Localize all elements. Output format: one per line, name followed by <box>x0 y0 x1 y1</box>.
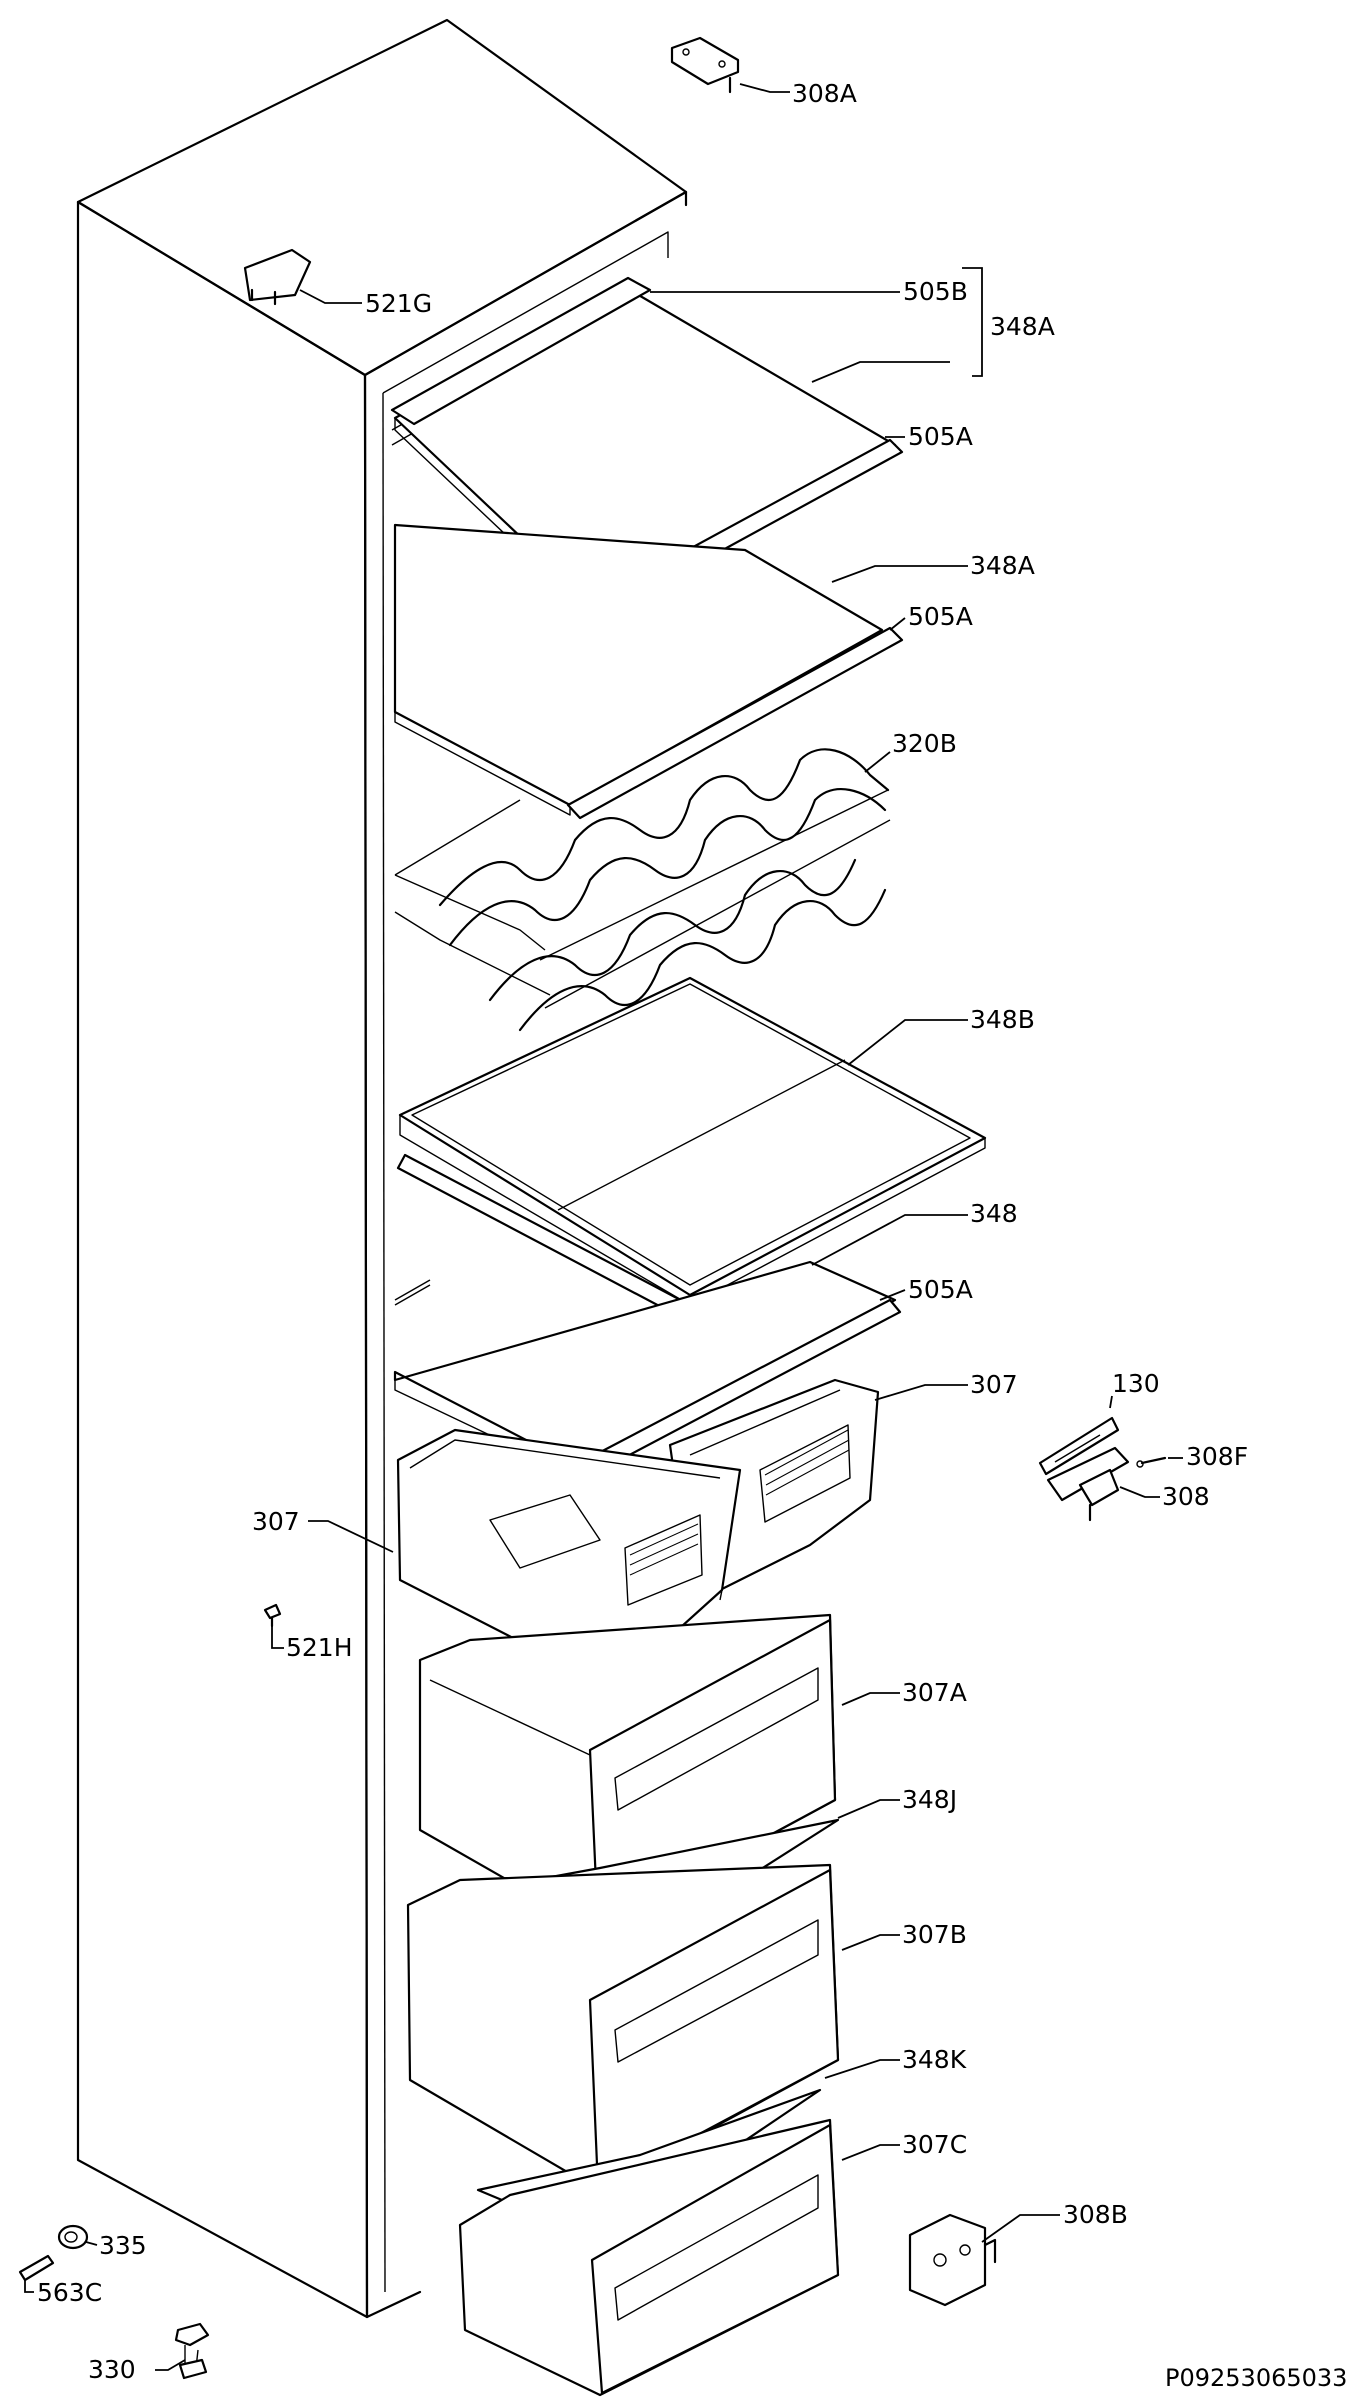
label-348A-second: 348A <box>970 551 1035 580</box>
label-308: 308 <box>1162 1482 1210 1511</box>
cap-335 <box>57 2224 89 2250</box>
label-521H: 521H <box>286 1633 353 1662</box>
hinge-308 <box>1046 1446 1130 1522</box>
shelf-trim-505B <box>390 276 652 426</box>
label-308A: 308A <box>792 79 857 108</box>
screw-308F <box>1136 1456 1167 1468</box>
label-307-left: 307 <box>252 1507 300 1536</box>
label-308F: 308F <box>1186 1442 1248 1471</box>
wine-rack-320B <box>394 748 891 1032</box>
part-521G <box>243 248 312 306</box>
leader-lines <box>24 83 1183 2371</box>
label-320B: 320B <box>892 729 957 758</box>
label-521G: 521G <box>365 289 432 318</box>
drawing-reference-number: P09253065033 <box>1165 2364 1347 2392</box>
label-348J: 348J <box>902 1785 957 1814</box>
cabinet-body <box>76 18 688 2319</box>
foot-330 <box>174 2322 210 2380</box>
label-563C: 563C <box>37 2278 102 2307</box>
hinge-308B <box>908 2213 997 2307</box>
label-348K: 348K <box>902 2045 967 2074</box>
label-308B: 308B <box>1063 2200 1128 2229</box>
label-348: 348 <box>970 1199 1018 1228</box>
label-348B: 348B <box>970 1005 1035 1034</box>
drawer-307C <box>458 2118 840 2397</box>
drawer-307B <box>406 1863 840 2192</box>
shelf-348B <box>396 976 987 1320</box>
screw-521H <box>263 1603 282 1628</box>
bin-307-left <box>396 1428 742 1682</box>
label-330: 330 <box>88 2355 136 2384</box>
label-505A-2: 505A <box>908 602 973 631</box>
label-505A-3: 505A <box>908 1275 973 1304</box>
label-348A-top: 348A <box>990 312 1055 341</box>
label-130: 130 <box>1112 1369 1160 1398</box>
label-505A-1: 505A <box>908 422 973 451</box>
label-307B: 307B <box>902 1920 967 1949</box>
hinge-308A <box>670 36 740 94</box>
pin-563C <box>18 2254 55 2282</box>
label-307C: 307C <box>902 2130 967 2159</box>
label-335: 335 <box>99 2231 147 2260</box>
callout-labels: 308A 521G 505B 348A 505A 348A 505A 320B … <box>37 79 1248 2384</box>
label-307A: 307A <box>902 1678 967 1707</box>
label-505B: 505B <box>903 277 968 306</box>
label-307-right: 307 <box>970 1370 1018 1399</box>
hinge-130 <box>1038 1416 1120 1476</box>
shelf-trim-505A-2 <box>566 626 904 820</box>
